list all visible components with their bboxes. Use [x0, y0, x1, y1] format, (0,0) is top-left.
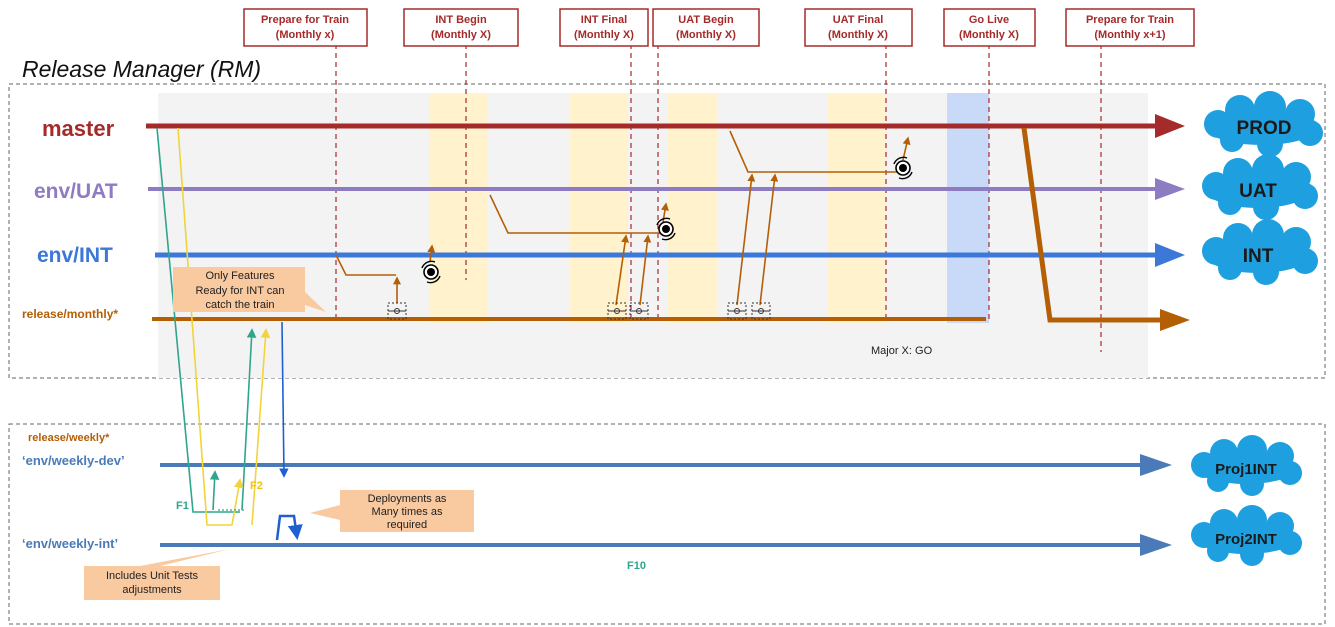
feature-f2-up2	[251, 328, 271, 526]
cloud-uat: UAT	[1202, 154, 1318, 220]
band-uat-final	[828, 93, 886, 323]
page-title: Release Manager (RM)	[22, 56, 261, 82]
svg-text:required: required	[387, 519, 427, 531]
arrow-right-icon	[1140, 534, 1172, 556]
deploy-cycle-icon	[656, 217, 676, 241]
svg-text:adjustments: adjustments	[122, 584, 182, 596]
promote-arrow	[427, 244, 436, 263]
milestone-uat-begin: UAT Begin (Monthly X)	[652, 8, 760, 47]
deploy-loop	[275, 514, 303, 541]
feature-f2-line	[177, 127, 232, 526]
svg-text:INT Final: INT Final	[581, 14, 627, 26]
svg-text:PROD: PROD	[1237, 118, 1292, 139]
promote-arrow	[639, 234, 652, 306]
milestone-go-live: Go Live (Monthly X)	[943, 8, 1036, 47]
svg-text:INT: INT	[1243, 246, 1274, 267]
svg-text:UAT Final: UAT Final	[833, 14, 884, 26]
feature-f1-up2	[241, 328, 257, 511]
lane-label-uat: env/UAT	[34, 180, 118, 203]
note-features-ready: Only Features Ready for INT can catch th…	[173, 267, 326, 312]
promote-to-master	[729, 130, 898, 173]
arrow-right-icon	[1155, 243, 1185, 267]
cloud-proj1: Proj1INT	[1191, 435, 1302, 496]
svg-text:Prepare for Train: Prepare for Train	[261, 14, 349, 26]
cloud-int: INT	[1202, 219, 1318, 285]
cloud-proj2: Proj2INT	[1191, 505, 1302, 566]
svg-text:catch the train: catch the train	[205, 299, 274, 311]
arrow-right-icon	[1155, 178, 1185, 200]
svg-text:INT Begin: INT Begin	[435, 14, 487, 26]
cloud-icon: PROD UAT INT Proj1INT	[1191, 91, 1323, 566]
promote-arrow	[615, 234, 630, 306]
band-int-begin	[430, 93, 488, 323]
svg-text:(Monthly x+1): (Monthly x+1)	[1094, 29, 1166, 41]
feature-f1-line	[156, 127, 240, 513]
lane-label-int: env/INT	[37, 244, 113, 267]
promote-arrow	[759, 173, 779, 306]
f2-label: F2	[250, 480, 263, 492]
svg-text:(Monthly X): (Monthly X)	[574, 29, 634, 41]
f1-label: F1	[176, 500, 189, 512]
svg-text:Go Live: Go Live	[969, 14, 1009, 26]
svg-text:UAT: UAT	[1239, 181, 1277, 202]
cloud-prod: PROD	[1204, 91, 1323, 157]
arrow-right-icon	[1140, 454, 1172, 476]
deploy-cycle-icon	[893, 156, 913, 180]
promote-arrow	[902, 136, 911, 161]
svg-text:Includes Unit Tests: Includes Unit Tests	[106, 570, 199, 582]
svg-text:Proj1INT: Proj1INT	[1215, 461, 1277, 478]
svg-text:Only Features: Only Features	[205, 270, 275, 282]
arrow-right-icon	[1155, 114, 1185, 138]
svg-text:(Monthly X): (Monthly X)	[828, 29, 888, 41]
svg-text:Prepare for Train: Prepare for Train	[1086, 14, 1174, 26]
f10-label: F10	[627, 560, 646, 572]
svg-text:UAT Begin: UAT Begin	[678, 14, 734, 26]
release-next-branch	[1021, 127, 1160, 323]
lane-label-master: master	[42, 116, 115, 141]
checkout-icon	[607, 302, 627, 320]
milestone-prepare-train-x1: Prepare for Train (Monthly x+1)	[1065, 8, 1195, 47]
svg-text:Proj2INT: Proj2INT	[1215, 531, 1277, 548]
band-go-live	[947, 93, 989, 323]
note-unit-tests: Includes Unit Tests adjustments	[84, 549, 230, 600]
feature-f2-up	[231, 478, 244, 526]
major-go-label: Major X: GO	[871, 345, 933, 357]
svg-text:Deployments as: Deployments as	[368, 493, 447, 505]
timeline-background	[158, 93, 1148, 378]
svg-text:(Monthly X): (Monthly X)	[431, 29, 491, 41]
lane-label-weekly-dev: ‘env/weekly-dev’	[22, 453, 125, 468]
lane-label-release-weekly: release/weekly*	[28, 432, 110, 444]
promote-arrow	[736, 173, 756, 306]
checkout-icon	[629, 302, 649, 320]
svg-text:(Monthly X): (Monthly X)	[959, 29, 1019, 41]
svg-text:(Monthly x): (Monthly x)	[276, 29, 335, 41]
milestone-int-final: INT Final (Monthly X)	[559, 8, 649, 47]
milestone-int-begin: INT Begin (Monthly X)	[403, 8, 519, 47]
checkout-icon	[387, 302, 407, 320]
promote-to-int	[335, 254, 396, 276]
promote-to-uat	[489, 194, 660, 234]
feature-f1-up	[209, 470, 220, 511]
lane-label-weekly-int: ‘env/weekly-int’	[22, 536, 118, 551]
milestone-prepare-train-x: Prepare for Train (Monthly x)	[243, 8, 368, 47]
lane-label-release-monthly: release/monthly*	[22, 307, 118, 321]
checkout-icon	[751, 302, 771, 320]
milestone-uat-final: UAT Final (Monthly X)	[804, 8, 913, 47]
deploy-down-arrow	[279, 321, 289, 478]
note-deployments: Deployments as Many times as required	[310, 490, 474, 532]
svg-text:Ready for INT can: Ready for INT can	[195, 285, 284, 297]
svg-text:Many times as: Many times as	[372, 506, 443, 518]
svg-text:(Monthly X): (Monthly X)	[676, 29, 736, 41]
checkout-icon	[727, 302, 747, 320]
band-uat-begin	[668, 93, 718, 323]
arrow-right-icon	[1160, 309, 1190, 331]
weekly-frame	[8, 423, 1326, 625]
deploy-cycle-icon	[421, 260, 441, 284]
